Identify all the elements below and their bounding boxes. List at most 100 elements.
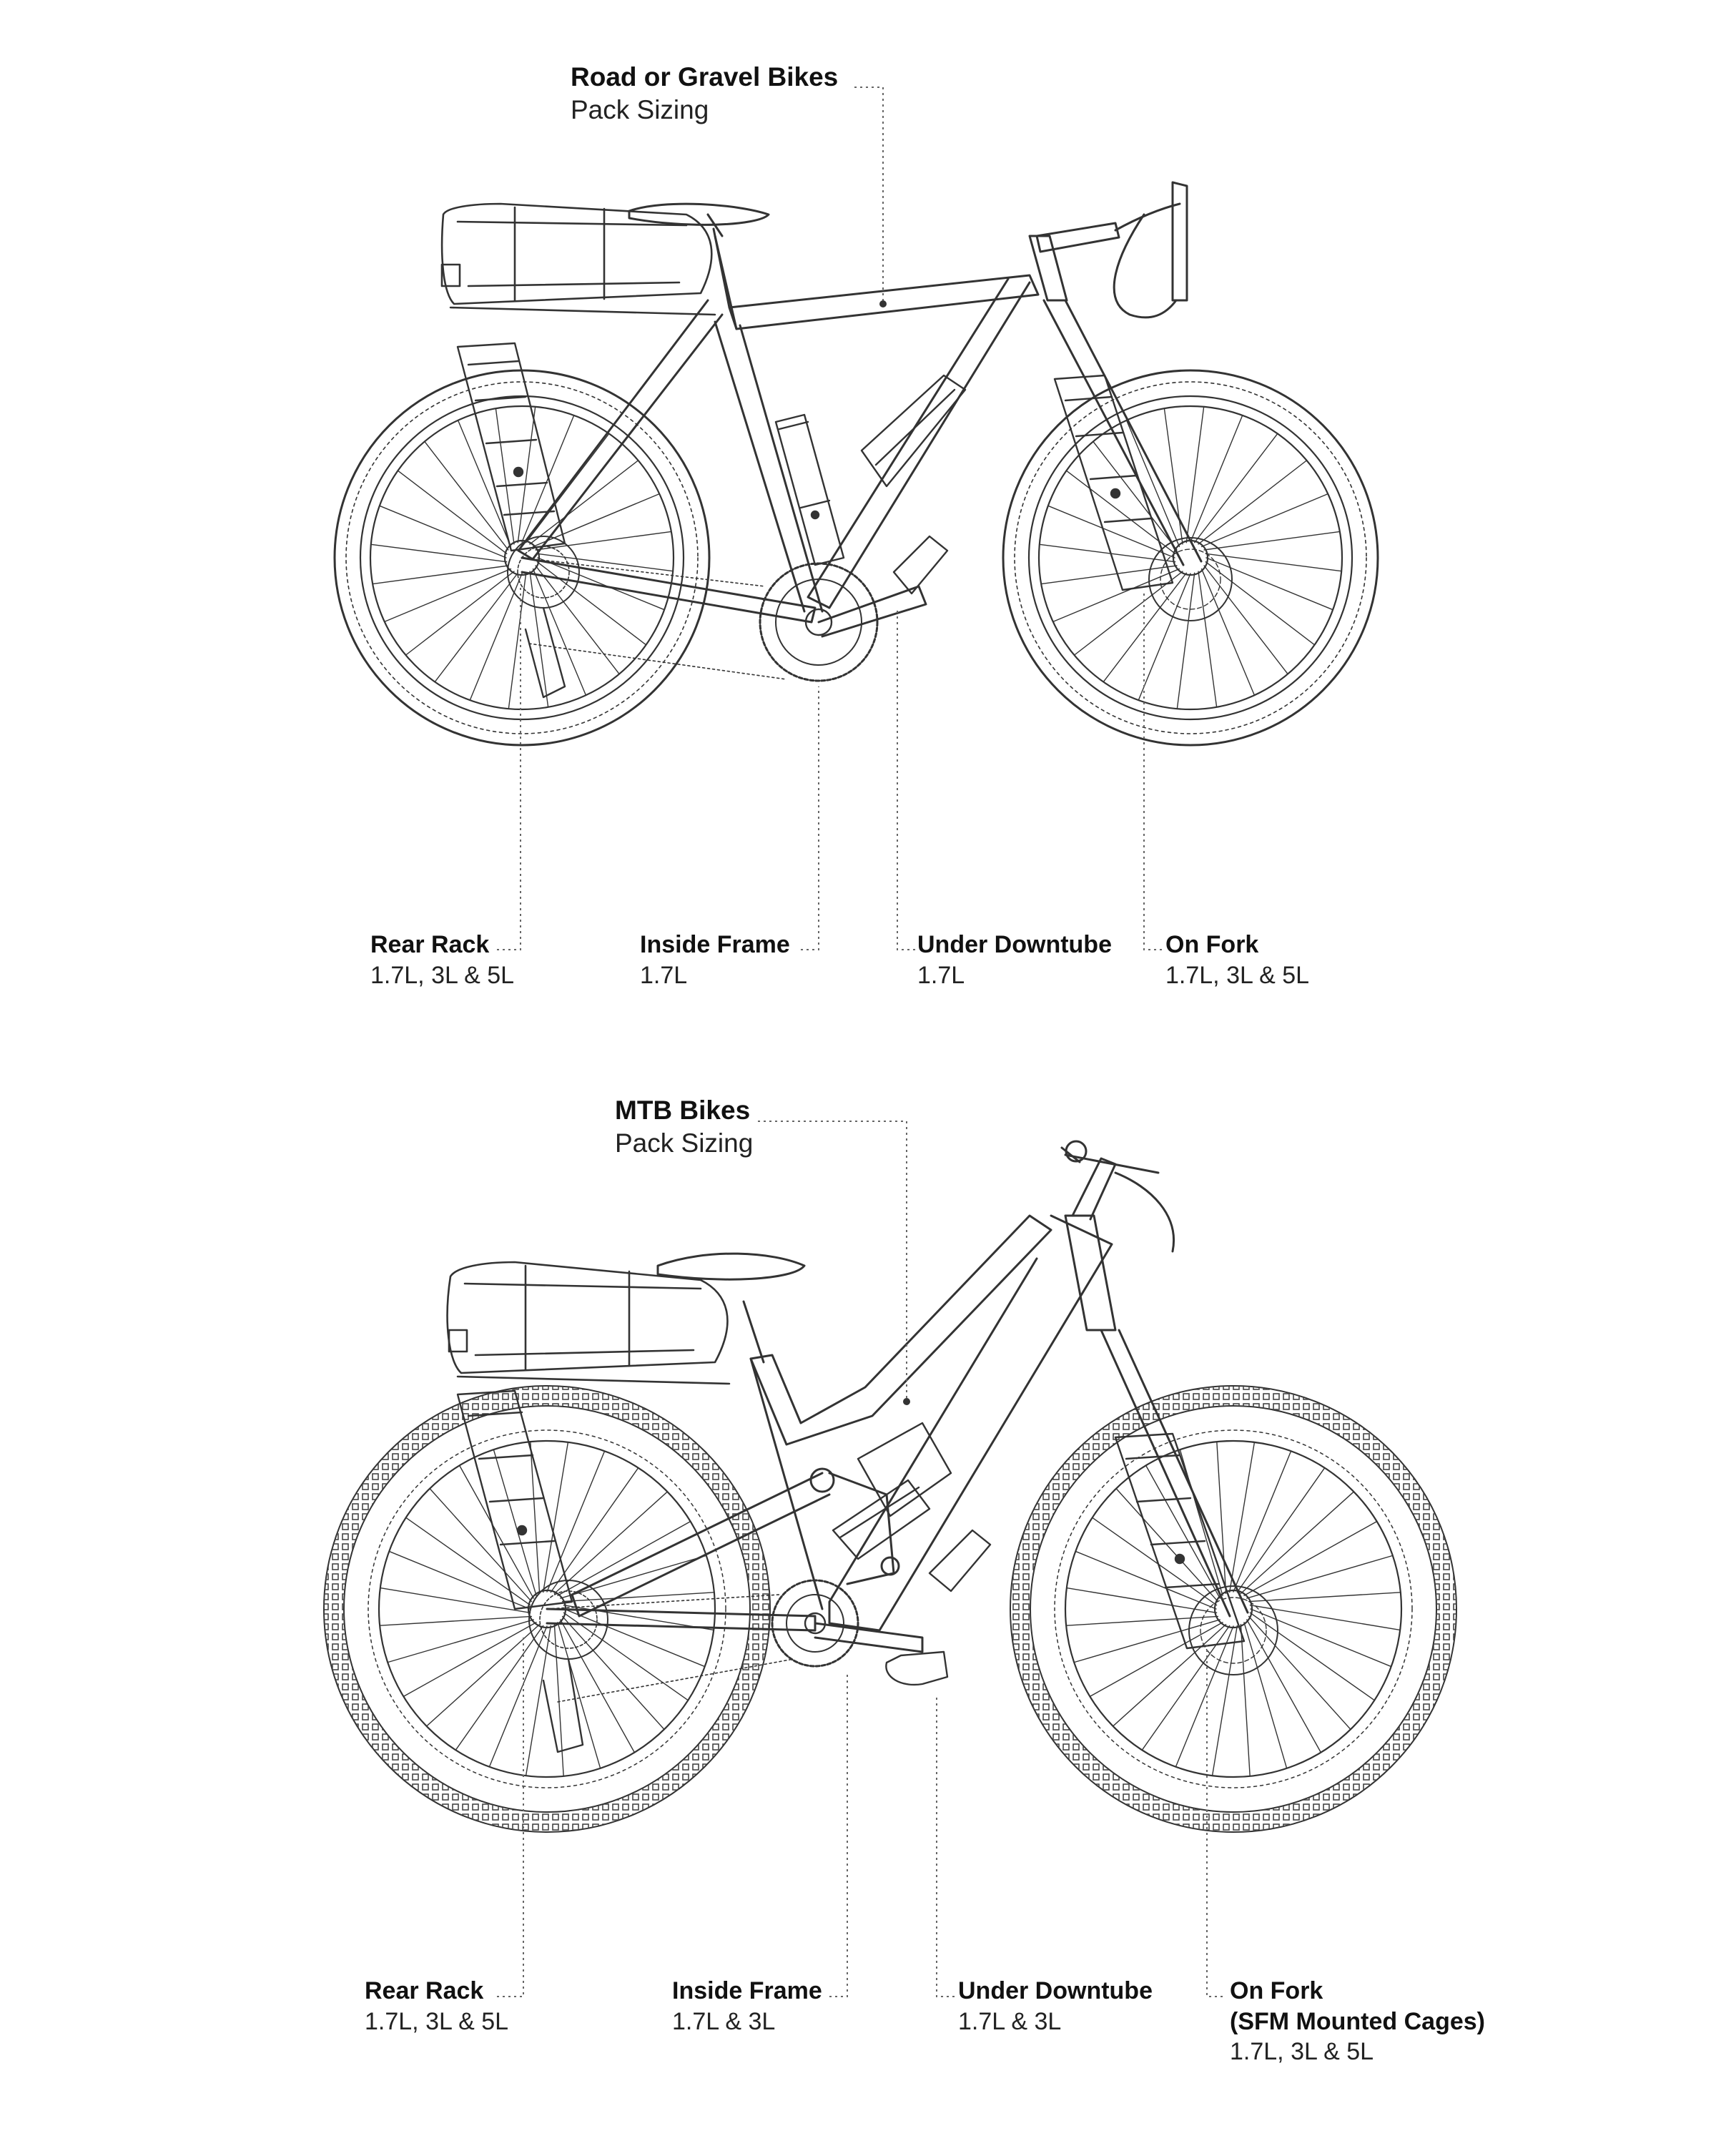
road-label-inside-frame-sizes: 1.7L bbox=[640, 961, 688, 989]
spoke bbox=[550, 1467, 639, 1593]
leader-road-on-fork bbox=[1143, 594, 1162, 950]
spoke bbox=[379, 1615, 533, 1626]
spoke bbox=[1200, 568, 1256, 696]
spoke bbox=[1193, 433, 1278, 543]
road-heading-title: Road or Gravel Bikes bbox=[571, 62, 839, 92]
spoke bbox=[1203, 531, 1341, 551]
spoke bbox=[1228, 1442, 1256, 1593]
mtb-label-inside-frame-title: Inside Frame bbox=[672, 1977, 822, 2004]
mtb-handlebar bbox=[1060, 1140, 1175, 1253]
spoke bbox=[384, 568, 512, 623]
spoke bbox=[1205, 557, 1333, 611]
spoke bbox=[1246, 1555, 1394, 1599]
spoke bbox=[1125, 420, 1180, 548]
spoke bbox=[493, 1449, 537, 1596]
spoke bbox=[1145, 1465, 1221, 1599]
road-frame-cage bbox=[774, 374, 967, 595]
road-front-wheel bbox=[1002, 369, 1379, 747]
spoke bbox=[1198, 571, 1218, 708]
road-tail-pack bbox=[440, 202, 716, 316]
mtb-illustration bbox=[323, 1140, 1457, 1833]
mtb-label-on-fork-title: On Fork bbox=[1230, 1977, 1323, 2004]
spoke bbox=[1073, 1619, 1221, 1663]
spoke bbox=[372, 565, 509, 585]
spoke bbox=[1138, 573, 1191, 701]
road-heading: Road or Gravel Bikes Pack Sizing bbox=[571, 61, 838, 127]
mtb-label-under-downtube-title: Under Downtube bbox=[958, 1977, 1153, 2004]
spoke bbox=[1200, 493, 1328, 548]
mtb-rear-wheel bbox=[323, 1385, 771, 1833]
mtb-tail-pack bbox=[446, 1261, 731, 1385]
leader-lines bbox=[497, 87, 1223, 1997]
spoke bbox=[1216, 1441, 1227, 1595]
spoke bbox=[495, 408, 515, 545]
mtb-drivetrain bbox=[528, 1579, 924, 1753]
mtb-label-inside-frame: Inside Frame 1.7L & 3L bbox=[672, 1976, 822, 2037]
spoke bbox=[1075, 1550, 1217, 1610]
mtb-label-rear-rack-sizes: 1.7L, 3L & 5L bbox=[365, 2007, 509, 2035]
spoke bbox=[397, 470, 508, 555]
spoke bbox=[1240, 1491, 1355, 1595]
spoke bbox=[532, 568, 587, 696]
spoke bbox=[1250, 1608, 1392, 1668]
spoke bbox=[1115, 1487, 1219, 1603]
road-frame bbox=[517, 213, 1203, 624]
spoke bbox=[1103, 572, 1188, 683]
spoke bbox=[529, 571, 549, 708]
spoke bbox=[458, 1465, 534, 1599]
leader-mtb-inside-frame bbox=[829, 1673, 848, 1997]
spoke bbox=[1065, 470, 1176, 555]
mtb-label-inside-frame-sizes: 1.7L & 3L bbox=[672, 2007, 776, 2035]
spoke bbox=[457, 420, 512, 548]
spoke bbox=[1112, 1623, 1227, 1727]
road-label-on-fork: On Fork 1.7L, 3L & 5L bbox=[1165, 930, 1309, 990]
mtb-label-on-fork-sizes: 1.7L, 3L & 5L bbox=[1230, 2038, 1374, 2065]
spoke bbox=[508, 572, 527, 709]
spoke bbox=[1248, 1615, 1351, 1731]
spoke bbox=[1092, 1517, 1218, 1606]
spoke bbox=[517, 406, 536, 543]
spoke bbox=[1040, 565, 1178, 585]
spoke bbox=[405, 571, 515, 656]
spoke bbox=[530, 1441, 541, 1595]
spoke bbox=[1240, 1623, 1251, 1777]
spoke bbox=[488, 1625, 548, 1768]
road-label-under-downtube-title: Under Downtube bbox=[917, 931, 1112, 958]
mtb-frame-cage bbox=[832, 1422, 992, 1686]
mtb-saddle bbox=[656, 1252, 806, 1364]
road-label-inside-frame-title: Inside Frame bbox=[640, 931, 790, 958]
spoke bbox=[1205, 561, 1316, 646]
mtb-rear-cage bbox=[456, 1389, 573, 1610]
spoke bbox=[434, 572, 519, 683]
spoke bbox=[1052, 568, 1180, 623]
road-rear-cage bbox=[456, 342, 566, 552]
road-drivetrain bbox=[507, 536, 927, 699]
spoke bbox=[535, 531, 672, 551]
spoke bbox=[546, 1450, 606, 1593]
mtb-label-on-fork: On Fork (SFM Mounted Cages) 1.7L, 3L & 5… bbox=[1230, 1976, 1485, 2067]
spoke bbox=[557, 1622, 601, 1769]
mtb-label-under-downtube-sizes: 1.7L & 3L bbox=[958, 2007, 1062, 2035]
spoke bbox=[425, 1623, 541, 1727]
road-label-under-downtube-sizes: 1.7L bbox=[917, 961, 965, 989]
road-label-under-downtube: Under Downtube 1.7L bbox=[917, 930, 1112, 990]
spoke bbox=[1093, 440, 1178, 551]
road-fork-cage bbox=[1053, 374, 1174, 591]
spoke bbox=[1073, 571, 1183, 656]
spoke bbox=[379, 505, 507, 558]
spoke bbox=[1185, 406, 1205, 543]
leader-road-heading bbox=[854, 87, 884, 304]
spoke bbox=[536, 561, 647, 646]
spoke bbox=[1039, 543, 1176, 563]
spoke bbox=[542, 1442, 569, 1593]
mtb-front-wheel bbox=[1010, 1385, 1457, 1833]
spoke bbox=[380, 1587, 531, 1614]
road-label-on-fork-title: On Fork bbox=[1165, 931, 1259, 958]
spoke bbox=[561, 1592, 715, 1603]
spoke bbox=[1203, 565, 1288, 675]
road-rear-wheel bbox=[333, 369, 711, 747]
spoke bbox=[1233, 1450, 1292, 1593]
spoke bbox=[560, 1619, 636, 1753]
mtb-label-rear-rack: Rear Rack 1.7L, 3L & 5L bbox=[365, 1976, 508, 2037]
spoke bbox=[388, 1550, 531, 1610]
